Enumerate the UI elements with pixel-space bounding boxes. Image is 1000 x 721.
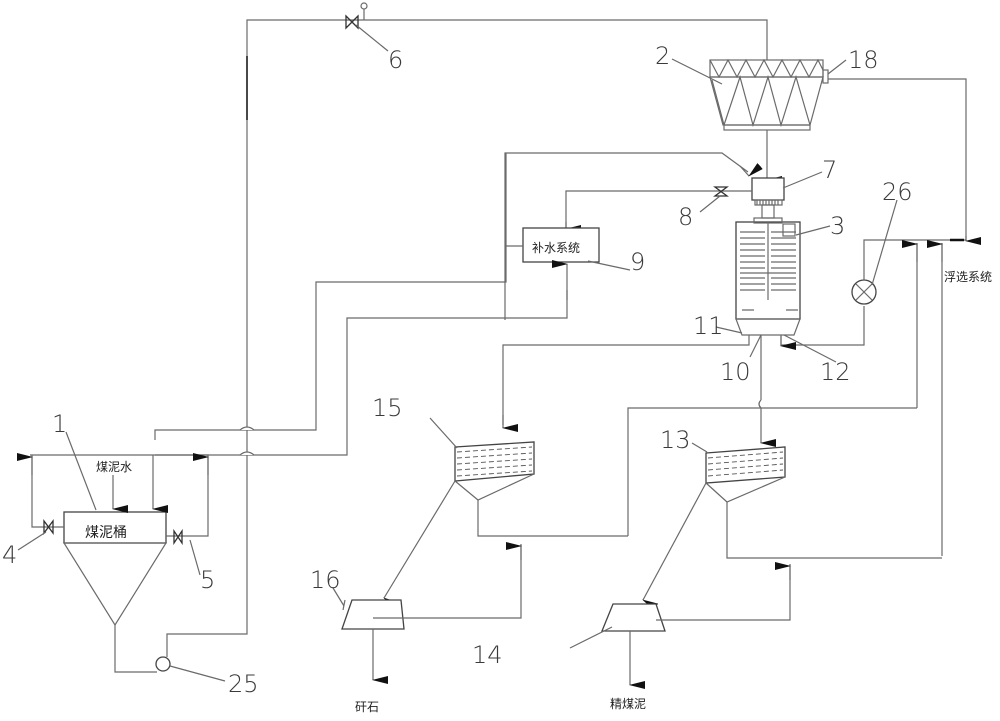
- pipe-tank-to-pump: [114, 625, 157, 673]
- ref-18: 18: [848, 46, 879, 74]
- flotation-label: 浮选系统: [944, 270, 992, 284]
- clean-coal-slime-label: 精煤泥: [610, 697, 646, 711]
- ref-4: 4: [2, 541, 17, 569]
- feeder-inlet-arrow: [739, 162, 763, 177]
- ref-5: 5: [200, 566, 215, 594]
- pump-25: [155, 656, 226, 682]
- flowmeter-26: [851, 199, 898, 305]
- pipe-13-to-14: [642, 482, 707, 611]
- pipe-15-to-16: [383, 480, 456, 610]
- pipe-valve-4: [31, 455, 64, 528]
- ref-7: 7: [822, 156, 837, 184]
- slurry-tank-label: 煤泥桶: [85, 525, 127, 541]
- gangue-label: 矸石: [355, 700, 379, 714]
- leader-10: [749, 334, 762, 358]
- ref-2: 2: [655, 42, 670, 70]
- pipe-15-overflow: [627, 407, 917, 536]
- top-pipe: [246, 19, 768, 630]
- jump-2: [239, 451, 255, 456]
- pipe-14-return: [656, 564, 791, 621]
- leader-12: [783, 334, 837, 363]
- pipe-11-to-15: [502, 335, 750, 425]
- feeder-7: [751, 171, 823, 219]
- pipe-valve-5: [30, 454, 209, 537]
- ref-10: 10: [720, 358, 751, 386]
- crossover-jump: [758, 399, 762, 409]
- screen-2: [671, 58, 847, 131]
- makeup-water-system-9: [522, 227, 631, 271]
- ref-16: 16: [310, 566, 341, 594]
- pipe-to-feeder-7: [504, 152, 749, 320]
- slurry-water-label: 煤泥水: [96, 460, 132, 474]
- centrifuge-14: [569, 603, 666, 649]
- pipe-13-underflow: [726, 502, 942, 559]
- ref-1: 1: [52, 410, 67, 438]
- valve-5: [173, 528, 201, 576]
- ref-13: 13: [660, 426, 691, 454]
- leader-11: [715, 326, 743, 334]
- pipe-pump-up: [166, 630, 248, 657]
- ref-15: 15: [372, 394, 403, 422]
- pipe-makeup-2: [155, 290, 568, 456]
- centrifuge-16: [332, 587, 405, 630]
- pipe-15-underflow: [477, 500, 628, 537]
- ref-6: 6: [388, 46, 403, 74]
- jump-1: [239, 426, 255, 431]
- ref-11: 11: [693, 312, 724, 340]
- pipe-makeup-1: [154, 153, 507, 440]
- valve-8: [565, 186, 752, 233]
- ref-14: 14: [472, 641, 503, 669]
- ref-8: 8: [678, 203, 693, 231]
- spiral-separator-3: [735, 217, 831, 336]
- ref-26: 26: [882, 178, 913, 206]
- valve-4: [17, 519, 54, 551]
- pipe-18-to-flotation: [828, 78, 967, 240]
- ref-3: 3: [830, 212, 845, 240]
- screen-13: [691, 442, 786, 503]
- makeup-water-label: 补水系统: [532, 241, 580, 255]
- ref-9: 9: [630, 248, 645, 276]
- ref-12: 12: [820, 358, 851, 386]
- screen-15: [429, 417, 535, 501]
- ref-25: 25: [228, 670, 259, 698]
- valve-6: [345, 2, 389, 52]
- pipe-16-return: [373, 544, 522, 619]
